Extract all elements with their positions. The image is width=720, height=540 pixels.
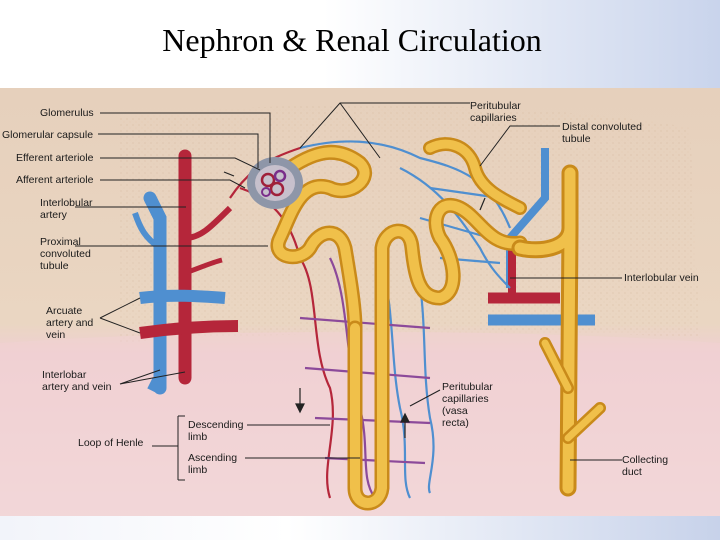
left-vessels — [132, 149, 239, 395]
nephron-tubule — [270, 137, 528, 511]
label-glomerular-capsule: Glomerular capsule — [2, 129, 93, 141]
label-glomerulus: Glomerulus — [40, 107, 94, 119]
label-proximal-1: Proximal — [40, 236, 81, 248]
label-arcuate-1: Arcuate — [46, 305, 82, 317]
label-arcuate-3: vein — [46, 329, 65, 341]
leader-lines — [75, 102, 622, 481]
label-ascending-1: Ascending — [188, 452, 237, 464]
label-interlobar-2: artery and vein — [42, 381, 112, 393]
label-distal-2: tubule — [562, 133, 591, 145]
label-descending-2: limb — [188, 431, 207, 443]
label-peritubular-top-2: capillaries — [470, 112, 517, 124]
diagram-labels: Glomerulus Glomerular capsule Efferent a… — [2, 100, 699, 478]
slide-title: Nephron & Renal Circulation — [162, 22, 542, 58]
nephron-diagram: Glomerulus Glomerular capsule Efferent a… — [0, 88, 720, 516]
label-interlobular-artery-2: artery — [40, 209, 68, 221]
label-vasa-recta-2: capillaries — [442, 393, 489, 405]
label-arcuate-2: artery and — [46, 317, 93, 329]
label-vasa-recta-4: recta) — [442, 417, 469, 429]
label-efferent-arteriole: Efferent arteriole — [16, 152, 94, 164]
label-collecting-2: duct — [622, 466, 642, 478]
collecting-duct — [511, 164, 606, 497]
label-interlobular-vein: Interlobular vein — [624, 272, 699, 284]
label-peritubular-top-1: Peritubular — [470, 100, 521, 112]
label-interlobar-1: Interlobar — [42, 369, 87, 381]
label-collecting-1: Collecting — [622, 454, 668, 466]
label-vasa-recta-3: (vasa — [442, 405, 468, 417]
label-distal-1: Distal convoluted — [562, 121, 642, 133]
label-loop-of-henle: Loop of Henle — [78, 437, 144, 449]
label-proximal-2: convoluted — [40, 248, 91, 260]
label-afferent-arteriole: Afferent arteriole — [16, 174, 94, 186]
label-vasa-recta-1: Peritubular — [442, 381, 493, 393]
glomerulus-group — [247, 157, 303, 209]
cortex-texture — [120, 105, 700, 343]
label-descending-1: Descending — [188, 419, 244, 431]
flow-arrows — [223, 171, 486, 438]
label-ascending-2: limb — [188, 464, 207, 476]
slide-footer-band — [0, 516, 720, 540]
label-interlobular-artery-1: Interlobular — [40, 197, 93, 209]
label-proximal-3: tubule — [40, 260, 69, 272]
